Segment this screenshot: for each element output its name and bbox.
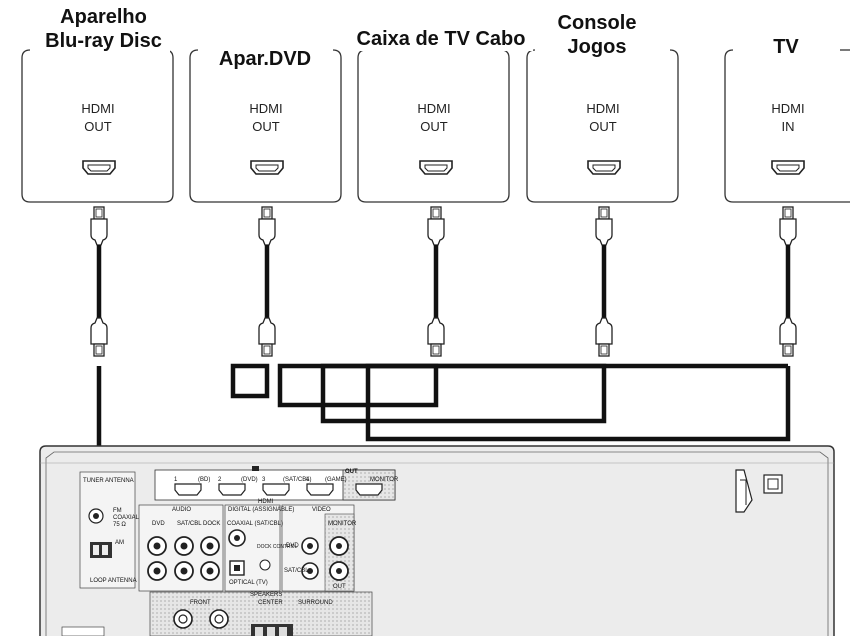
port-label-tv: HDMI IN bbox=[713, 100, 850, 136]
hdmi-in-1: 1 bbox=[174, 477, 178, 483]
device-title-tv: TV bbox=[755, 35, 817, 59]
coaxial-label: COAXIAL bbox=[113, 515, 140, 521]
port-label-line: OUT bbox=[589, 119, 617, 134]
hdmi-cable-console bbox=[595, 206, 613, 357]
port-label-line: OUT bbox=[420, 119, 448, 134]
audio-in-dvd: DVD bbox=[152, 521, 165, 527]
ohm-label: 75 Ω bbox=[113, 522, 126, 528]
tuner-antenna-label: TUNER ANTENNA bbox=[83, 478, 134, 484]
port-label-line: OUT bbox=[252, 119, 280, 134]
hdmi-in-1-name: (BD) bbox=[198, 477, 211, 483]
device-box-console bbox=[526, 49, 679, 203]
device-box-bluray bbox=[21, 49, 174, 203]
am-label: AM bbox=[115, 540, 124, 546]
port-label-dvd: HDMI OUT bbox=[191, 100, 341, 136]
hdmi-in-3: 3 bbox=[262, 477, 266, 483]
receiver-hdmi-jack bbox=[218, 483, 246, 496]
port-label-line: IN bbox=[781, 119, 795, 134]
hdmi-port-icons bbox=[82, 160, 805, 175]
loop-antenna-label: LOOP ANTENNA bbox=[90, 578, 137, 584]
port-label-cable: HDMI OUT bbox=[359, 100, 509, 136]
hdmi-in-4-name: (GAME) bbox=[325, 477, 347, 483]
route-console bbox=[320, 363, 607, 424]
hdmi-cable-cable bbox=[427, 206, 445, 357]
video-label: VIDEO bbox=[312, 507, 331, 513]
title-line: Jogos bbox=[567, 36, 627, 58]
hdmi-cable-tv bbox=[779, 206, 797, 357]
hdmi-port-icon-bluray bbox=[82, 160, 116, 175]
device-box-dvd bbox=[189, 49, 342, 203]
hdmi-in-2-name: (DVD) bbox=[241, 477, 258, 483]
port-label-console: HDMI OUT bbox=[528, 100, 678, 136]
hdmi-port-icon-tv bbox=[771, 160, 805, 175]
device-title-dvd: Apar.DVD bbox=[206, 47, 324, 71]
dock-control-label: DOCK CONTROL bbox=[257, 544, 298, 550]
speaker-surround-label: SURROUND bbox=[298, 600, 333, 606]
receiver-rear-panel bbox=[39, 445, 835, 636]
audio-in-sat: SAT/CBL bbox=[177, 521, 202, 527]
coaxial-sat-label: COAXIAL (SAT/CBL) bbox=[227, 521, 284, 527]
title-line: TV bbox=[773, 36, 799, 58]
digital-label: DIGITAL (ASSIGNABLE) bbox=[228, 507, 295, 513]
hdmi-cables bbox=[90, 206, 797, 357]
port-label-bluray: HDMI OUT bbox=[23, 100, 173, 136]
tuner-antenna-area bbox=[79, 471, 136, 589]
hdmi-in-4: 4 bbox=[306, 477, 310, 483]
port-label-line: HDMI bbox=[81, 101, 115, 116]
port-label-line: HDMI bbox=[417, 101, 451, 116]
route-tv bbox=[365, 363, 791, 442]
video-monitor-label: MONITOR bbox=[328, 521, 357, 527]
fm-label: FM bbox=[113, 508, 122, 514]
hdmi-port-icon-dvd bbox=[250, 160, 284, 175]
title-line: Aparelho bbox=[60, 6, 147, 28]
digital-input-block bbox=[224, 504, 281, 592]
video-out-label: OUT bbox=[333, 584, 346, 590]
route-dvd bbox=[230, 363, 270, 399]
title-line: Caixa de TV Cabo bbox=[356, 28, 526, 50]
hdmi-port-icon-cable bbox=[419, 160, 453, 175]
speakers-label: SPEAKERS bbox=[250, 592, 283, 598]
hdmi-in-2: 2 bbox=[218, 477, 222, 483]
device-box-cable bbox=[357, 49, 510, 203]
port-label-line: HDMI bbox=[771, 101, 805, 116]
device-title-bluray: Aparelho Blu-ray Disc bbox=[37, 5, 170, 53]
device-title-cable: Caixa de TV Cabo bbox=[349, 27, 533, 51]
receiver-hdmi-jack bbox=[355, 483, 383, 496]
receiver-hdmi-jack bbox=[262, 483, 290, 496]
optical-tv-label: OPTICAL (TV) bbox=[229, 580, 268, 586]
route-cable bbox=[277, 363, 439, 408]
device-title-console: Console Jogos bbox=[553, 11, 641, 59]
receiver-hdmi-jack bbox=[306, 483, 334, 496]
port-label-line: OUT bbox=[84, 119, 112, 134]
receiver-hdmi-jack bbox=[174, 483, 202, 496]
hdmi-cable-dvd bbox=[258, 206, 276, 357]
hdmi-label: HDMI bbox=[258, 499, 274, 505]
hdmi-in-3-name: (SAT/CBL) bbox=[283, 477, 312, 483]
audio-in-dock: DOCK bbox=[203, 521, 221, 527]
dock-control-jack bbox=[259, 559, 271, 571]
hdmi-out-label: OUT bbox=[345, 469, 358, 475]
speaker-center-label: CENTER bbox=[258, 600, 283, 606]
speaker-front-label: FRONT bbox=[190, 600, 211, 606]
video-in-sat: SAT/CBL bbox=[284, 568, 309, 574]
title-line: Console bbox=[557, 12, 637, 34]
video-in-dvd: DVD bbox=[286, 543, 299, 549]
hdmi-port-icon-console bbox=[587, 160, 621, 175]
port-label-line: HDMI bbox=[586, 101, 620, 116]
device-box-tv bbox=[724, 49, 850, 203]
hdmi-monitor-label: MONITOR bbox=[370, 477, 399, 483]
title-line: Blu-ray Disc bbox=[45, 30, 162, 52]
port-label-line: HDMI bbox=[249, 101, 283, 116]
title-line: Apar.DVD bbox=[218, 48, 312, 70]
audio-label: AUDIO bbox=[172, 507, 192, 513]
hdmi-cable-bluray bbox=[90, 206, 108, 357]
